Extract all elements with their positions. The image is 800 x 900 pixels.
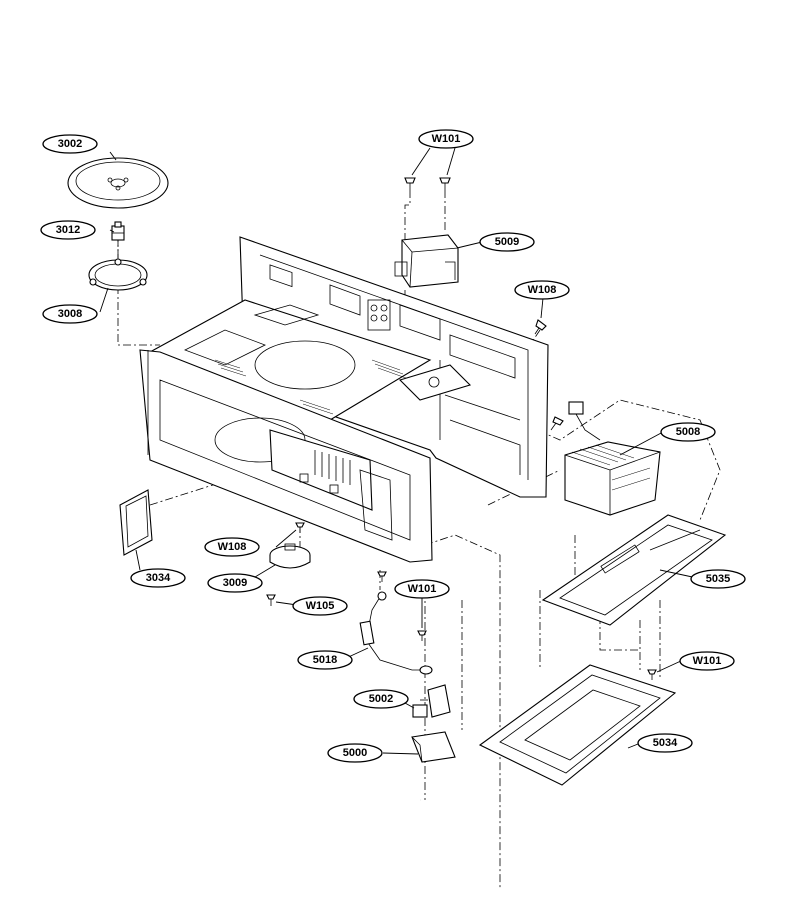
callout-text: 5035 <box>706 573 730 585</box>
callout-5008: 5008 <box>660 422 716 442</box>
callout-text: 3012 <box>56 224 80 236</box>
callout-5002: 5002 <box>353 689 409 709</box>
callout-5035: 5035 <box>690 569 746 589</box>
callout-text: 5002 <box>369 693 393 705</box>
screw-icon <box>377 571 387 582</box>
callout-text: 3008 <box>58 308 82 320</box>
callout-3012: 3012 <box>40 220 96 240</box>
callout-5009: 5009 <box>479 232 535 252</box>
callout-text: W105 <box>306 600 335 612</box>
callout-w105: W105 <box>292 596 348 616</box>
screw-icon <box>404 177 416 190</box>
turntable-motor <box>269 543 311 569</box>
callout-5000: 5000 <box>327 743 383 763</box>
callout-3002: 3002 <box>42 134 98 154</box>
base-plate-assembly <box>541 514 727 626</box>
callout-text: 5000 <box>343 747 367 759</box>
callout-text: 3034 <box>146 572 171 584</box>
bottom-cover <box>478 664 677 786</box>
callout-text: 5018 <box>313 654 337 666</box>
high-voltage-transformer <box>564 401 661 516</box>
callout-3008: 3008 <box>42 304 98 324</box>
callout-text: W101 <box>693 655 722 667</box>
callout-text: W108 <box>528 284 557 296</box>
screw-icon <box>417 630 427 641</box>
microwave-cavity <box>139 236 549 563</box>
callout-text: 5034 <box>653 737 678 749</box>
magnetron <box>394 234 459 288</box>
thermal-fuse-harness <box>359 591 433 675</box>
callout-text: 3009 <box>223 577 247 589</box>
turntable-tray <box>67 157 169 209</box>
turntable-coupler <box>111 221 125 241</box>
callout-text: 5009 <box>495 236 519 248</box>
fuse <box>411 731 456 763</box>
fuse-bracket <box>412 684 451 718</box>
callout-5034: 5034 <box>637 733 693 753</box>
roller-ring <box>88 258 148 291</box>
callout-3009: 3009 <box>207 573 263 593</box>
callout-w101-mid: W101 <box>394 579 450 599</box>
grille-cover <box>119 489 153 556</box>
screw-icon <box>266 594 276 606</box>
callout-text: W101 <box>408 583 437 595</box>
callout-text: W101 <box>432 133 461 145</box>
callout-w101-top: W101 <box>418 129 474 149</box>
callout-text: 5008 <box>676 426 700 438</box>
callout-text: 3002 <box>58 138 82 150</box>
screw-icon <box>295 522 305 533</box>
callout-5018: 5018 <box>297 650 353 670</box>
screw-icon <box>550 416 564 431</box>
callout-text: W108 <box>218 541 247 553</box>
callout-w108-left: W108 <box>204 537 260 557</box>
screw-icon <box>439 177 451 190</box>
screws <box>266 177 657 680</box>
callout-w108-right: W108 <box>514 280 570 300</box>
screw-icon <box>534 319 547 335</box>
callout-w101-right: W101 <box>679 651 735 671</box>
callout-3034: 3034 <box>130 568 186 588</box>
screw-icon <box>647 669 657 680</box>
